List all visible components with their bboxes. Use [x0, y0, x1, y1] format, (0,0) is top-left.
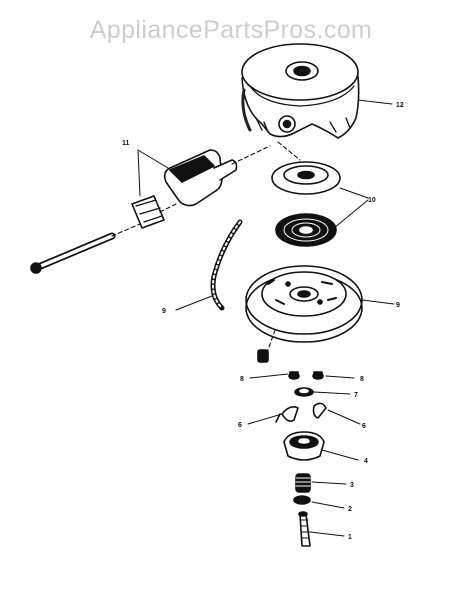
- part-10-spring-retainer: [271, 161, 341, 195]
- callout-1: 1: [348, 534, 352, 541]
- part-11-starter-handle: [131, 149, 238, 229]
- callout-9-right: 9: [396, 302, 400, 309]
- callout-leaders: [137, 99, 395, 537]
- callout-11: 11: [122, 140, 130, 147]
- callout-10: 10: [368, 197, 376, 204]
- part-8-washer-right: [312, 371, 324, 380]
- watermark-text: AppliancePartsPros.com: [89, 16, 373, 44]
- callout-3: 3: [350, 482, 354, 489]
- callout-labels: 12 11 10 9 9 8 8 7 6 6 4 3 2 1: [122, 102, 404, 541]
- part-4-retainer-cup: [283, 431, 325, 461]
- part-9-pulley: [245, 265, 363, 343]
- starter-rope: [30, 232, 116, 274]
- recoil-rope-segment: [210, 219, 243, 311]
- part-1-screw: [298, 511, 311, 547]
- callout-12: 12: [396, 102, 404, 109]
- callout-6-right: 6: [362, 423, 366, 430]
- callout-7: 7: [354, 392, 358, 399]
- part-6-pawl-left: [275, 406, 299, 423]
- callout-4: 4: [364, 458, 368, 465]
- callout-6-left: 6: [238, 422, 242, 429]
- callout-9-left: 9: [162, 308, 166, 315]
- part-7-washer: [294, 387, 314, 397]
- part-2-washer: [293, 495, 311, 505]
- part-6-pawl-right: [312, 402, 327, 419]
- small-cup-part: [257, 349, 269, 363]
- callout-2: 2: [348, 506, 352, 513]
- part-12-starter-housing: [241, 43, 360, 139]
- callout-8-right: 8: [360, 376, 364, 383]
- callout-8-left: 8: [240, 376, 244, 383]
- part-8-washer-left: [288, 371, 300, 380]
- part-3-spring: [295, 473, 311, 493]
- part-10-recoil-spring: [275, 213, 337, 247]
